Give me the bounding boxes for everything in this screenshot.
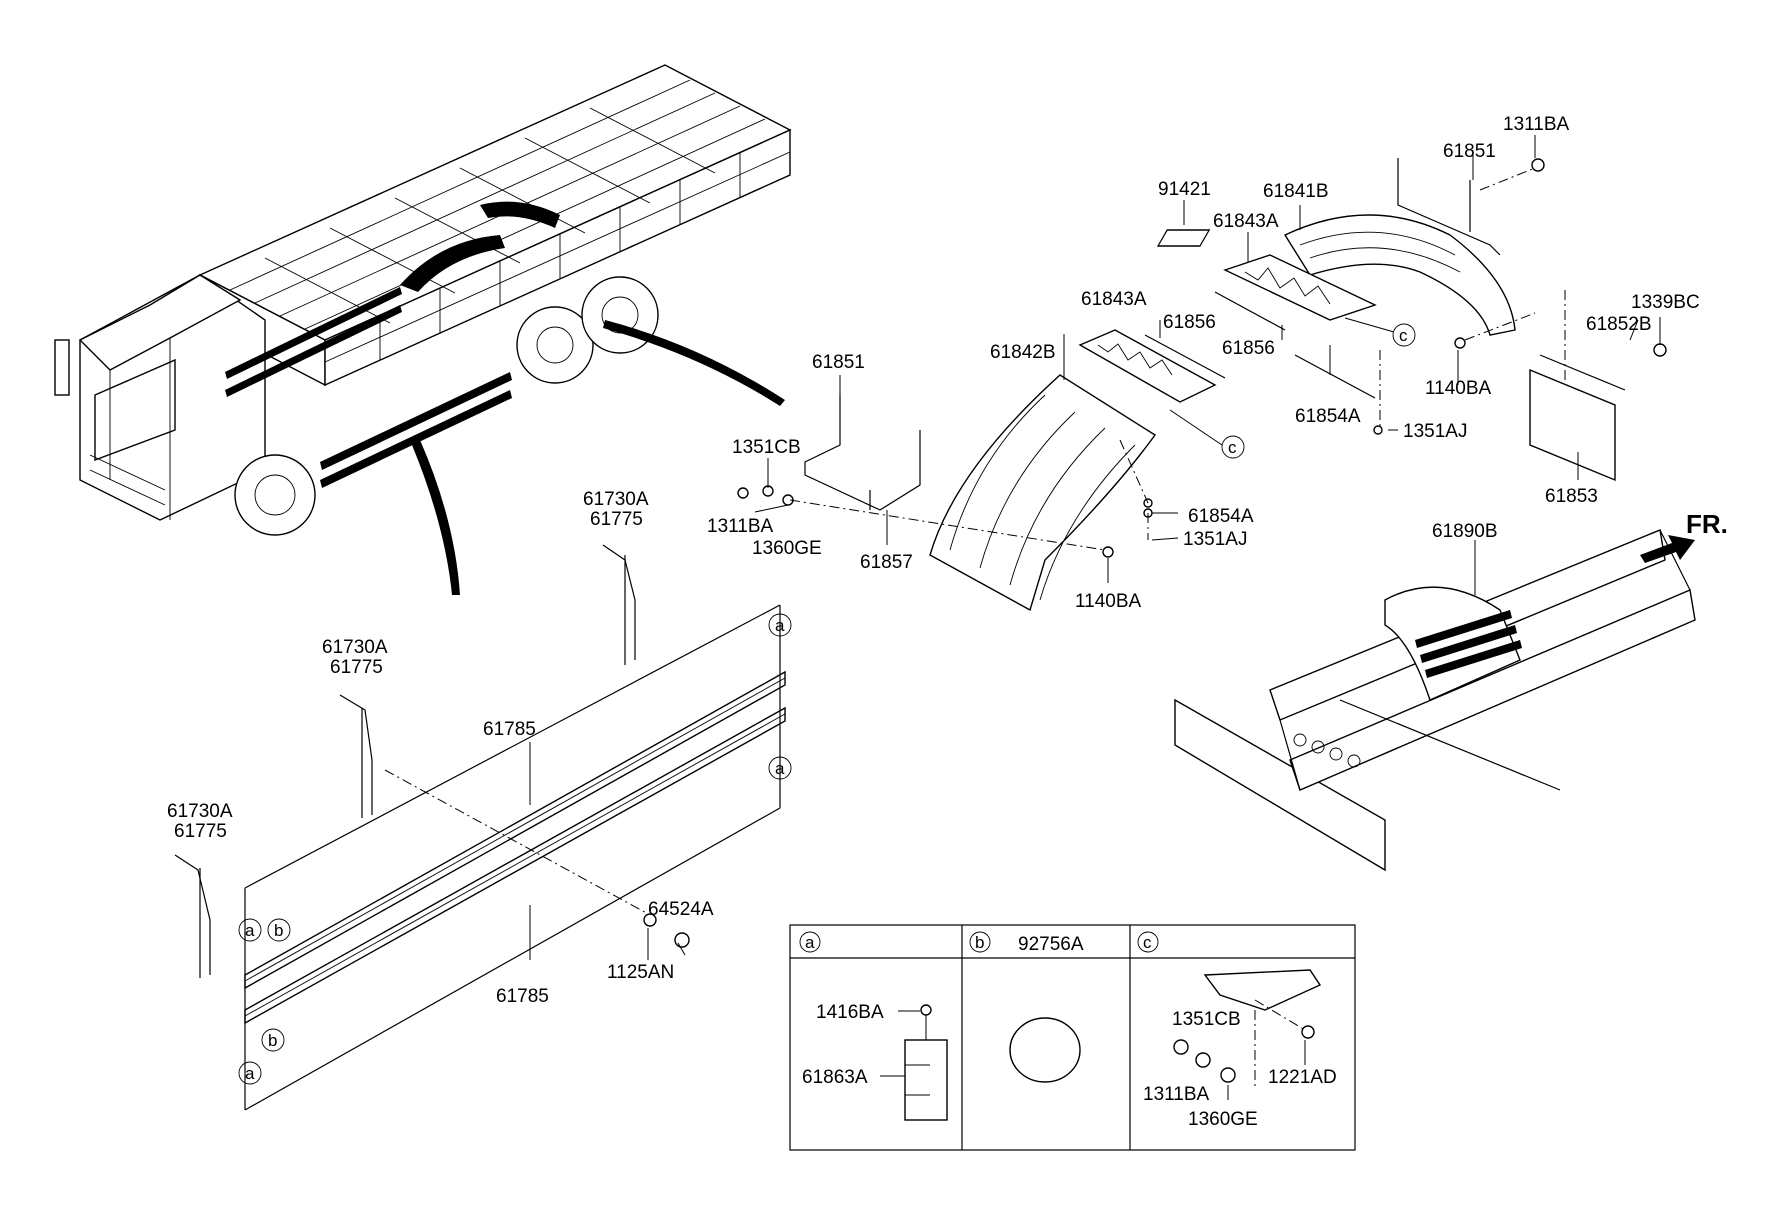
table-header-b: b: [975, 933, 984, 952]
fender-61841b: [1283, 214, 1516, 336]
label-61854a-rear: 61854A: [1295, 406, 1361, 427]
leader-lines: [647, 135, 1661, 1100]
label-61856-b: 61856: [1222, 338, 1275, 359]
label-61775-3: 61775: [174, 821, 227, 842]
label-1140ba-top: 1140BA: [1425, 378, 1492, 399]
label-61730a-1: 61730A: [583, 489, 649, 510]
mud-flap-61853: [1529, 368, 1616, 482]
bracket-61851-top: [1397, 158, 1501, 256]
label-1311ba-mid: 1311BA: [707, 516, 774, 537]
label-61851-mid: 61851: [812, 352, 865, 373]
label-1221ad: 1221AD: [1268, 1067, 1337, 1088]
callout-a-3: a: [245, 921, 255, 940]
rail-callouts: a a a b a b: [238, 613, 792, 1085]
label-1311ba-box: 1311BA: [1143, 1084, 1210, 1105]
frame-61890b: [1174, 529, 1696, 872]
label-61852b: 61852B: [1586, 314, 1652, 335]
label-61842b: 61842B: [990, 342, 1056, 363]
label-1351cb-box: 1351CB: [1172, 1009, 1241, 1030]
label-61775-2: 61775: [330, 657, 383, 678]
rear-fender-group: c: [1156, 158, 1667, 482]
part-labels: 1311BA 61851 91421 61841B 61843A 61843A …: [167, 114, 1728, 1130]
label-1125an: 1125AN: [607, 962, 674, 983]
label-61854a-front: 61854A: [1188, 506, 1254, 527]
label-92756a: 92756A: [1018, 934, 1084, 955]
label-1311ba-top: 1311BA: [1503, 114, 1570, 135]
callout-b-2: b: [268, 1031, 277, 1050]
side-rails-61785: [244, 604, 786, 1111]
label-61857: 61857: [860, 552, 913, 573]
callout-b-1: b: [274, 921, 283, 940]
callout-a-2: a: [775, 759, 785, 778]
label-1140ba-mid: 1140BA: [1075, 591, 1142, 612]
front-direction-arrow: [1640, 535, 1695, 563]
front-fender-group: c: [737, 329, 1245, 612]
label-61785-top: 61785: [483, 719, 536, 740]
label-61851-top: 61851: [1443, 141, 1496, 162]
label-61863a: 61863A: [802, 1067, 868, 1088]
fender-61842b: [929, 374, 1157, 612]
bracket-61851-mid: [804, 395, 921, 511]
label-1360ge-box: 1360GE: [1188, 1109, 1258, 1130]
callout-a-4: a: [245, 1064, 255, 1083]
callout-c-front: c: [1228, 438, 1237, 457]
callout-c-rear: c: [1399, 326, 1408, 345]
label-1351cb-mid: 1351CB: [732, 437, 801, 458]
label-1416ba: 1416BA: [816, 1002, 884, 1023]
label-61856-a: 61856: [1163, 312, 1216, 333]
label-61853: 61853: [1545, 486, 1598, 507]
label-1339bc: 1339BC: [1631, 292, 1700, 313]
label-1360ge-mid: 1360GE: [752, 538, 822, 559]
label-61841b: 61841B: [1263, 181, 1329, 202]
label-61730a-3: 61730A: [167, 801, 233, 822]
label-64524a: 64524A: [648, 899, 714, 920]
label-61775-1: 61775: [590, 509, 643, 530]
brackets-61730a: [174, 544, 636, 978]
label-61843a-front: 61843A: [1081, 289, 1147, 310]
label-91421: 91421: [1158, 179, 1211, 200]
part-91421: [1156, 229, 1211, 247]
label-61785-bot: 61785: [496, 986, 549, 1007]
label-1351aj-rear: 1351AJ: [1403, 421, 1467, 442]
truck-illustration: [54, 64, 792, 595]
table-header-a: a: [805, 933, 815, 952]
detail-table: a b c: [789, 924, 1356, 1151]
label-1351aj-front: 1351AJ: [1183, 529, 1247, 550]
label-fr: FR.: [1686, 509, 1728, 539]
label-61843a-rear: 61843A: [1213, 211, 1279, 232]
callout-a-1: a: [775, 616, 785, 635]
table-header-c: c: [1143, 933, 1152, 952]
cap-92756a: [1009, 1017, 1081, 1083]
inner-panel-61843a-front: [1078, 329, 1217, 403]
label-61730a-2: 61730A: [322, 637, 388, 658]
label-61890b: 61890B: [1432, 521, 1498, 542]
clip-61863a: [904, 1039, 948, 1121]
